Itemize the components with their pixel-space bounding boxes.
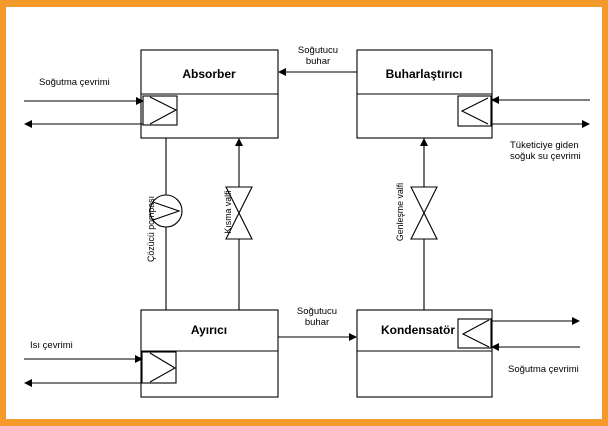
condenser-cooling-label: Soğutma çevrimi [508,364,579,375]
evaporator-label: Buharlaştırıcı [386,67,463,81]
pump-icon [149,194,183,228]
throttle-valve-label: Kısma valfi [223,190,233,233]
consumer-cycle-label-line2: soğuk su çevrimi [510,151,581,162]
condenser-label: Kondensatör [381,323,455,337]
vapor-bottom-label-line2: buhar [305,317,329,328]
absorber-heat-exchanger-icon [142,95,178,126]
absorber-label: Absorber [182,67,236,81]
expansion-valve-label: Genleşme valfi [395,183,405,241]
diagram-panel [6,7,602,419]
vapor-top-label-line2: buhar [306,56,330,67]
expansion-valve-icon [410,186,438,240]
consumer-cycle-label-line1: Tüketiciye giden [510,140,579,151]
heat-cycle-label: Isı çevrimi [30,340,73,351]
vapor-top-label-line1: Soğutucu [298,45,338,56]
throttle-valve-icon [225,186,253,240]
evaporator-heat-exchanger-icon [457,95,492,127]
condenser-heat-exchanger-icon [457,318,492,349]
vapor-bottom-label-line1: Soğutucu [297,306,337,317]
pump-label: Çözücü pompası [146,196,156,262]
separator-label: Ayırıcı [191,323,227,337]
separator-heat-exchanger-icon [141,351,177,384]
absorber-cooling-label: Soğutma çevrimi [39,77,110,88]
